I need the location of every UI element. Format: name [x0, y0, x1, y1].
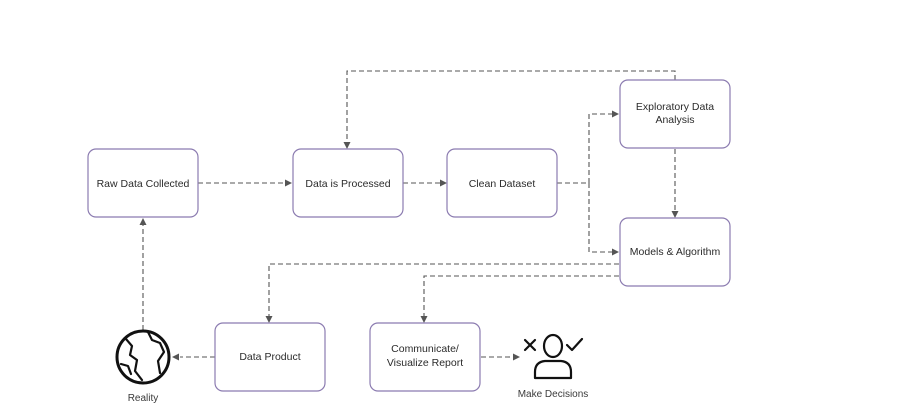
- node-communicate-visualize-report: Communicate/ Visualize Report: [369, 322, 481, 392]
- person-body-icon: [533, 359, 573, 380]
- make-decisions-label: Make Decisions: [518, 389, 589, 400]
- edge-clean-to-eda: [557, 113, 612, 184]
- node-box: [619, 217, 731, 287]
- edge-models-to-report: [423, 275, 619, 316]
- person-head-icon: [542, 333, 564, 359]
- arrowhead: [612, 248, 619, 256]
- arrowhead: [671, 211, 679, 218]
- node-label: Models & Algorithm: [630, 246, 721, 258]
- node-box: [619, 79, 731, 149]
- node-label: Data is Processed: [305, 178, 390, 190]
- cross-icon: [523, 338, 537, 352]
- node-data-is-processed: Data is Processed: [292, 148, 404, 218]
- node-raw-data-collected: Raw Data Collected: [87, 148, 199, 218]
- arrowhead: [265, 316, 273, 323]
- node-label: Exploratory Data: [636, 101, 714, 113]
- node-box: [214, 322, 326, 392]
- node-box: [369, 322, 481, 392]
- make-decisions-node: Make Decisions: [518, 333, 589, 400]
- arrowhead: [285, 179, 292, 187]
- node-data-product: Data Product: [214, 322, 326, 392]
- node-box: [292, 148, 404, 218]
- arrowhead: [139, 218, 147, 225]
- node-exploratory-data-analysis: Exploratory Data Analysis: [619, 79, 731, 149]
- globe-icon: [115, 329, 171, 385]
- arrowhead: [343, 142, 351, 149]
- decision-person-icon: [523, 333, 584, 380]
- arrowhead: [440, 179, 447, 187]
- node-label: Visualize Report: [387, 357, 463, 369]
- edge-eda-to-processed: [346, 70, 676, 142]
- check-icon: [565, 337, 584, 352]
- edge-clean-to-models: [588, 183, 612, 253]
- reality-label: Reality: [128, 393, 159, 404]
- node-models-algorithm: Models & Algorithm: [619, 217, 731, 287]
- arrowhead: [612, 110, 619, 118]
- arrowhead: [420, 316, 428, 323]
- node-label: Analysis: [655, 114, 694, 126]
- node-label: Raw Data Collected: [97, 178, 190, 190]
- node-box: [87, 148, 199, 218]
- node-label: Communicate/: [391, 343, 459, 355]
- node-box: [446, 148, 558, 218]
- reality-node: Reality: [115, 329, 171, 404]
- node-label: Data Product: [239, 351, 300, 363]
- arrowhead: [513, 353, 520, 361]
- arrowhead: [172, 353, 179, 361]
- node-label: Clean Dataset: [469, 178, 536, 190]
- edge-models-to-product: [268, 263, 619, 316]
- node-clean-dataset: Clean Dataset: [446, 148, 558, 218]
